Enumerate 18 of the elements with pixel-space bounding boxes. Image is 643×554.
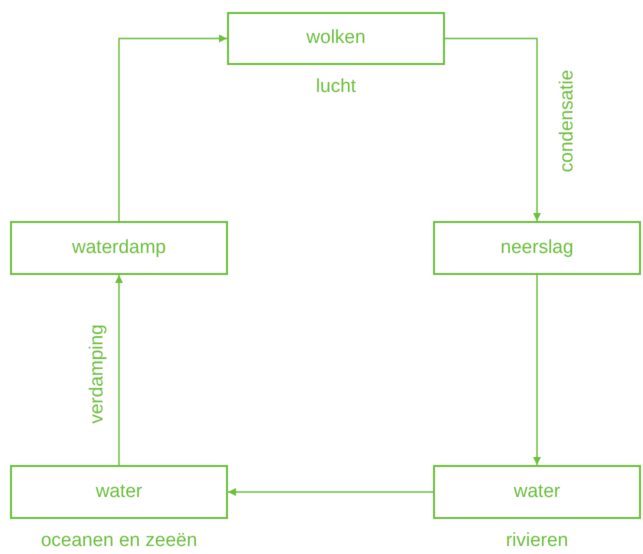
arrow	[533, 275, 541, 465]
box-caption: rivieren	[506, 529, 568, 553]
box-caption: oceanen en zeeën	[40, 529, 198, 553]
arrow	[115, 275, 123, 465]
box-label: water	[514, 480, 560, 504]
process-box	[433, 221, 641, 275]
process-box	[433, 465, 641, 519]
arrow	[118, 34, 227, 221]
process-box	[227, 12, 445, 65]
process-box	[10, 221, 228, 275]
arrow	[228, 488, 433, 496]
box-label: water	[96, 480, 142, 504]
box-label: neerslag	[500, 236, 574, 260]
box-label: waterdamp	[72, 236, 166, 260]
box-caption: lucht	[316, 75, 356, 99]
box-label: wolken	[306, 26, 366, 50]
process-box	[10, 465, 228, 519]
arrow	[445, 38, 541, 221]
